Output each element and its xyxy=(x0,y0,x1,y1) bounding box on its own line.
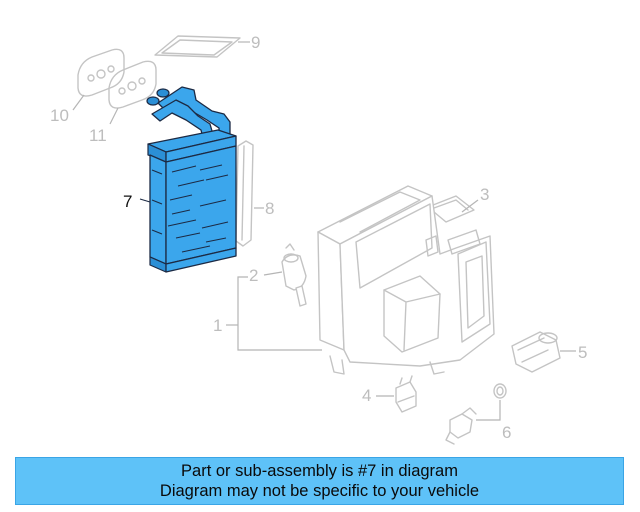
callout-5[interactable]: 5 xyxy=(578,343,587,362)
part-1-heater-case xyxy=(226,185,495,375)
part-5-connector xyxy=(511,331,576,373)
callout-6[interactable]: 6 xyxy=(502,423,511,442)
callout-10[interactable]: 10 xyxy=(50,106,69,125)
callout-8[interactable]: 8 xyxy=(265,199,274,218)
callout-3[interactable]: 3 xyxy=(480,185,489,204)
banner-line-1: Part or sub-assembly is #7 in diagram xyxy=(181,462,458,480)
callout-9[interactable]: 9 xyxy=(251,33,260,52)
info-banner: Part or sub-assembly is #7 in diagram Di… xyxy=(15,457,624,505)
part-3-duct xyxy=(427,195,479,223)
callout-1[interactable]: 1 xyxy=(213,316,222,335)
parts-diagram: 9 10 11 8 xyxy=(50,33,587,445)
part-7-heater-core[interactable] xyxy=(139,86,237,273)
part-8-seal-strip xyxy=(235,140,264,247)
part-2-sensor xyxy=(263,243,307,307)
part-6-fitting xyxy=(445,383,507,445)
part-11-seal xyxy=(108,60,157,125)
part-4-socket xyxy=(376,375,417,413)
callout-11[interactable]: 11 xyxy=(89,126,107,145)
callout-4[interactable]: 4 xyxy=(362,386,371,405)
banner-line-2: Diagram may not be specific to your vehi… xyxy=(159,482,480,500)
callout-7[interactable]: 7 xyxy=(123,192,132,211)
part-10-seal xyxy=(72,48,125,111)
callout-2[interactable]: 2 xyxy=(249,266,258,285)
part-9-gasket xyxy=(154,35,250,58)
